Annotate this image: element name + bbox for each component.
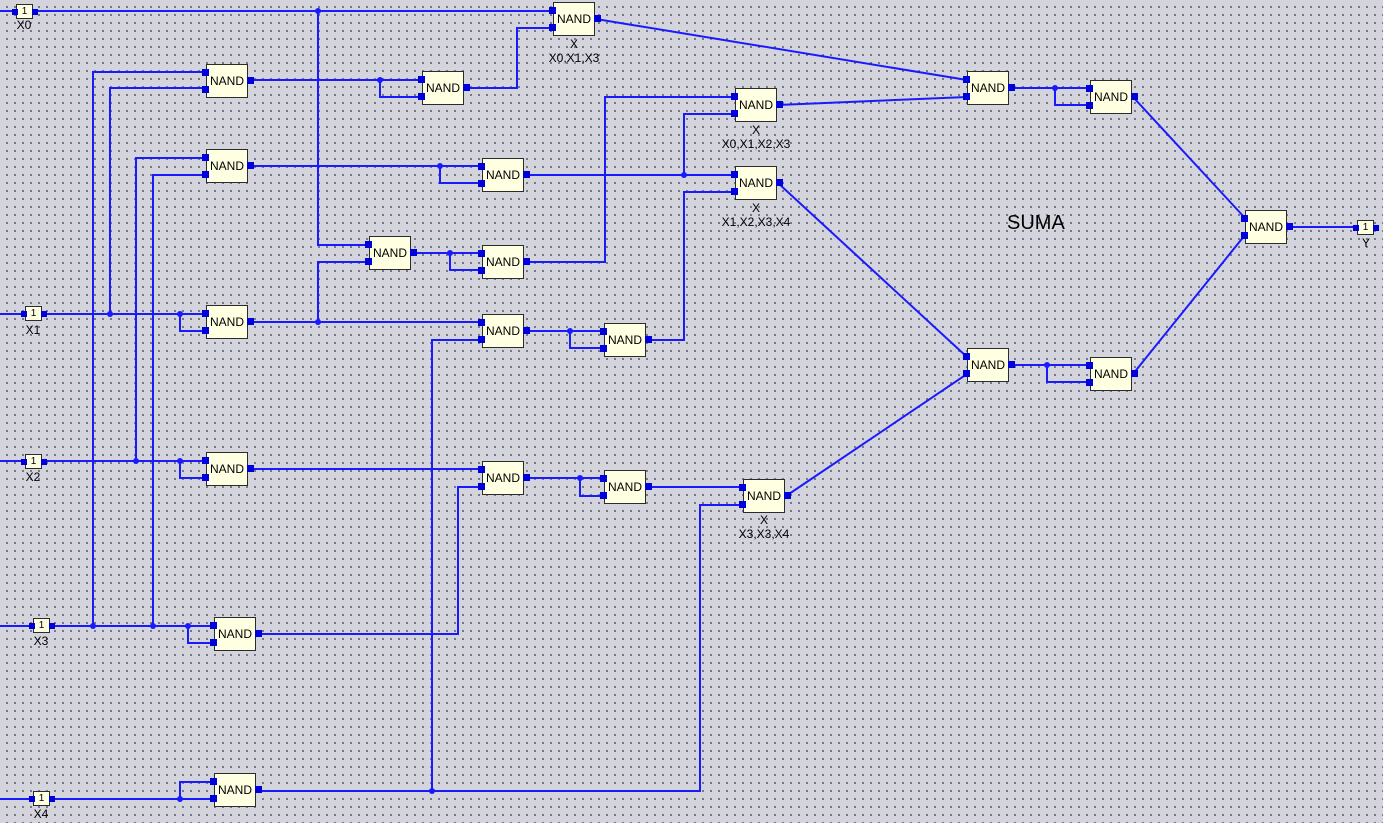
wire-junction [107,311,113,317]
nand-gate-c1[interactable]: NAND [549,2,601,36]
wire [647,191,735,341]
wire [179,461,206,479]
gate-d1-x-mark: X [751,123,761,137]
wire [379,80,422,98]
wire-junction [177,311,183,317]
nand-gate-e3[interactable]: NAND [963,348,1015,382]
wire [257,486,482,635]
wire [257,504,743,792]
nand-gate-a5[interactable]: NAND [210,617,262,651]
wire [785,373,968,497]
wire-junction [1044,362,1050,368]
wire-junction [681,172,687,178]
wire [431,339,482,791]
input-label-x3: X3 [33,634,49,648]
wire [439,166,482,184]
gate-d3-x-mark: X [759,513,769,527]
nand-gate-a6[interactable]: NAND [210,773,262,807]
wire [1132,234,1246,375]
wire [92,71,206,626]
nand-gate-d3[interactable]: NAND [739,479,791,513]
nand-gate-b2[interactable]: NAND [478,158,530,192]
wire-junction [377,77,383,83]
gate-c1-x-mark: X [569,37,579,51]
wire-junction [177,796,183,802]
input-port-x1[interactable]: 1 [21,306,47,321]
wire [569,331,604,349]
nand-gate-b6[interactable]: NAND [478,461,530,495]
wire [187,626,214,644]
gate-d2-caption: X1,X2,X3,X4 [721,215,791,229]
wire [1054,88,1090,106]
wire [777,182,968,358]
nand-gate-a4[interactable]: NAND [202,452,254,486]
gate-c1-caption: X0,X1,X3 [548,51,600,65]
wire-junction [577,475,583,481]
wire [595,18,968,81]
nand-gate-d1[interactable]: NAND [731,88,783,122]
gate-d2-x-mark: X [751,201,761,215]
wire-junction [177,458,183,464]
wire-junction [133,458,139,464]
wire-junction [315,319,321,325]
wire [1046,365,1090,383]
input-label-x1: X1 [25,323,41,337]
wire [317,11,369,246]
nand-gate-b5[interactable]: NAND [478,314,530,348]
nand-gate-a2[interactable]: NAND [202,149,254,183]
input-label-x0: X0 [16,18,32,32]
wire [109,87,206,314]
wire [152,174,206,626]
input-label-x4: X4 [33,807,49,821]
gate-d3-caption: X3,X3,X4 [738,527,790,541]
nand-gate-e1[interactable]: NAND [963,71,1015,105]
nand-gate-c2[interactable]: NAND [600,323,652,357]
wire [525,96,735,263]
input-port-x2[interactable]: 1 [21,454,47,469]
wire-junction [1052,85,1058,91]
input-port-x3[interactable]: 1 [29,618,55,633]
nand-gate-d2[interactable]: NAND [731,166,783,200]
wire [317,261,369,322]
input-label-x2: X2 [25,470,41,484]
wire-junction [150,623,156,629]
wire [449,253,482,271]
wire [179,314,206,332]
output-label-y: Y [1361,236,1371,250]
nand-gate-b1[interactable]: NAND [418,71,470,105]
wire-junction [429,788,435,794]
input-port-x4[interactable]: 1 [29,791,55,806]
wire-junction [315,8,321,14]
wire [135,157,206,461]
wire-junction [90,623,96,629]
nand-gate-b4[interactable]: NAND [478,245,530,279]
wire [777,96,968,106]
wire [465,27,553,89]
wire [683,113,735,175]
nand-gate-a1[interactable]: NAND [202,64,254,98]
nand-gate-c3[interactable]: NAND [600,470,652,504]
wire-junction [185,623,191,629]
wire [579,478,604,497]
output-port-y[interactable]: 1 [1353,220,1379,235]
nand-gate-e2[interactable]: NAND [1086,80,1138,114]
wire [1132,96,1246,219]
nand-gate-f1[interactable]: NAND [1241,210,1293,244]
input-port-x0[interactable]: 1 [12,4,38,19]
circuit-title: SUMA [1007,212,1065,234]
wire-junction [447,250,453,256]
gate-d1-caption: X0,X1,X2,X3 [721,137,791,151]
wire-junction [437,163,443,169]
nand-gate-b3[interactable]: NAND [365,236,417,270]
nand-gate-a3[interactable]: NAND [202,305,254,339]
wire-junction [567,328,573,334]
wire [0,781,214,800]
nand-gate-e4[interactable]: NAND [1086,357,1138,391]
